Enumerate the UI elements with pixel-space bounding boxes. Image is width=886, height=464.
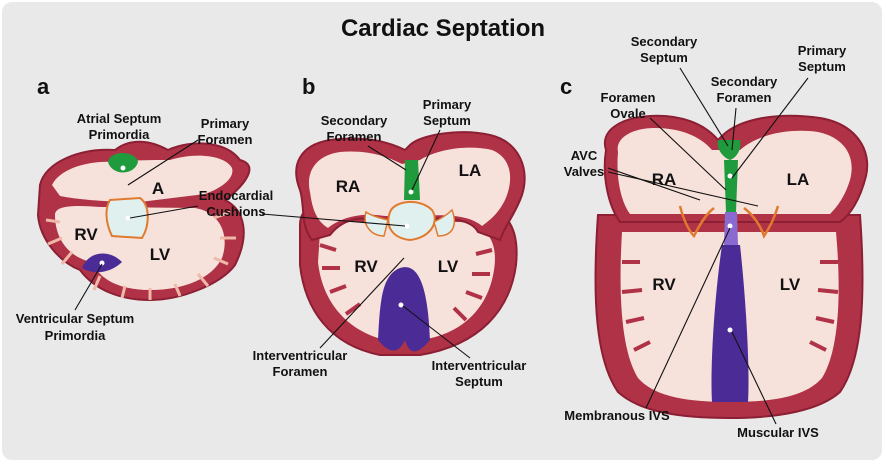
panel-c-label-secondary-foramen-1: Secondary (711, 74, 778, 89)
panel-c-primary-septum (724, 160, 738, 212)
panel-b-label-iv-foramen-2: Foramen (273, 364, 328, 379)
panel-b-dot-septum (409, 190, 414, 195)
panel-a-label-ventricular-septum-2: Primordia (45, 328, 106, 343)
panel-c-label-foramen-ovale-2: Ovale (610, 106, 645, 121)
panel-c-label-avc-1: AVC (571, 148, 598, 163)
panel-a-chamber-a: A (152, 179, 164, 198)
panel-c-label-secondary-foramen-2: Foramen (717, 90, 772, 105)
panel-a-dot-atrial (121, 166, 126, 171)
panel-a-label-endocardial-2: Cushions (206, 204, 265, 219)
panel-b-chamber-lv: LV (438, 257, 459, 276)
panel-c: c RA LA RV LV Secondary Septum Prima (560, 34, 867, 440)
panel-c-label-membranous-ivs: Membranous IVS (564, 408, 670, 423)
panel-b: b RA LA RV LV Secondary Foramen Prim (253, 74, 527, 389)
panel-b-label-iv-septum-2: Septum (455, 374, 503, 389)
panel-a-chamber-lv: LV (150, 245, 171, 264)
panel-b-label-secondary-foramen-1: Secondary (321, 113, 388, 128)
panel-c-label-secondary-septum-1: Secondary (631, 34, 698, 49)
panel-a-label-atrial-septum-1: Atrial Septum (77, 111, 162, 126)
panel-c-label-secondary-septum-2: Septum (640, 50, 688, 65)
panel-c-dot-muscular (728, 328, 733, 333)
panel-b-dot-cushion (405, 224, 410, 229)
panel-c-chamber-la: LA (787, 170, 810, 189)
panel-c-label-primary-septum-2: Septum (798, 59, 846, 74)
panel-b-label-primary-septum-2: Septum (423, 113, 471, 128)
panel-c-letter: c (560, 74, 572, 99)
panel-c-dot-membranous (728, 224, 733, 229)
panel-a: a A RV LV Atrial Septum Primordia (16, 74, 273, 343)
panel-b-dot-ivs (399, 303, 404, 308)
panel-b-chamber-la: LA (459, 161, 482, 180)
panel-c-label-foramen-ovale-1: Foramen (601, 90, 656, 105)
panel-a-label-primary-foramen-2: Foramen (198, 132, 253, 147)
panel-c-label-muscular-ivs: Muscular IVS (737, 425, 819, 440)
panel-a-label-atrial-septum-2: Primordia (89, 127, 150, 142)
panel-a-letter: a (37, 74, 50, 99)
panel-a-label-ventricular-septum-1: Ventricular Septum (16, 311, 134, 326)
panel-b-chamber-rv: RV (354, 257, 378, 276)
panel-b-chamber-ra: RA (336, 177, 361, 196)
panel-c-chamber-lv: LV (780, 275, 801, 294)
panel-c-label-primary-septum-1: Primary (798, 43, 847, 58)
panel-a-dot-cushion (126, 216, 131, 221)
panel-b-label-iv-foramen-1: Interventricular (253, 348, 348, 363)
panel-b-label-secondary-foramen-2: Foramen (327, 129, 382, 144)
panel-c-label-avc-2: Valves (564, 164, 605, 179)
panel-c-chamber-rv: RV (652, 275, 676, 294)
panel-b-label-iv-septum-1: Interventricular (432, 358, 527, 373)
figure-title: Cardiac Septation (341, 15, 545, 42)
panel-a-label-endocardial-1: Endocardial (199, 188, 273, 203)
panel-b-letter: b (302, 74, 315, 99)
panel-c-membranous-ivs (724, 212, 738, 245)
panel-a-label-primary-foramen-1: Primary (201, 116, 250, 131)
panel-b-label-primary-septum-1: Primary (423, 97, 472, 112)
panel-a-chamber-rv: RV (74, 225, 98, 244)
